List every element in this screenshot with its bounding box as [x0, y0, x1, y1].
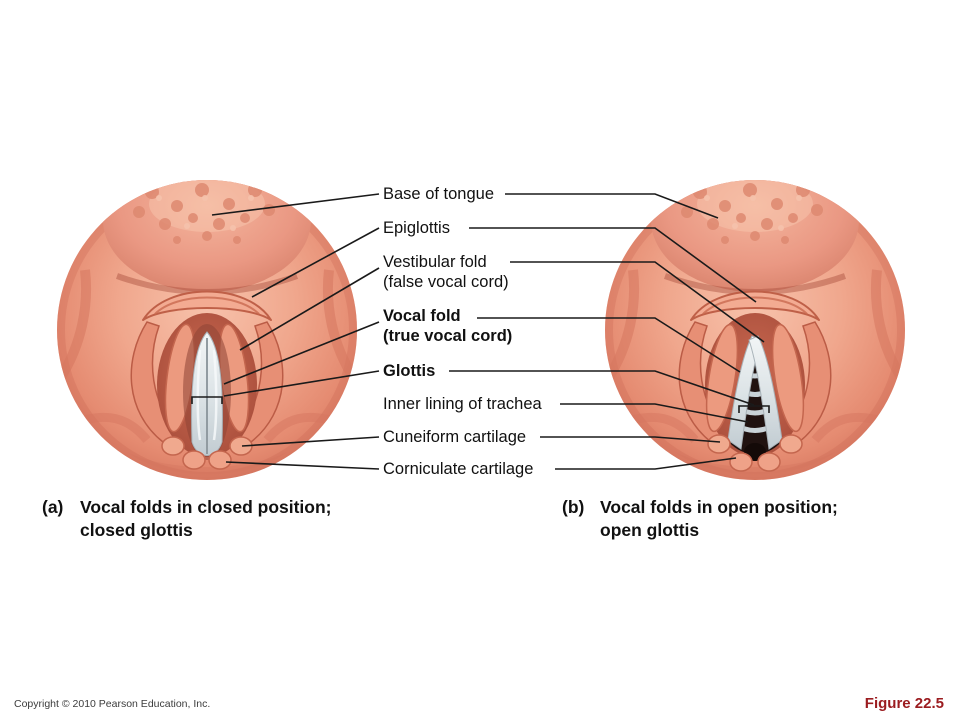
caption-text: Vocal folds in closed position; closed g… — [80, 496, 332, 542]
label-text: Cuneiform cartilage — [383, 428, 527, 446]
caption-line2: closed glottis — [80, 520, 193, 540]
figure-number: Figure 22.5 — [864, 695, 944, 712]
label-text: Vestibular fold — [383, 253, 487, 271]
larynx-closed-illustration — [57, 180, 357, 480]
cartilage-bumps-closed — [161, 436, 253, 470]
label-text: Inner lining of trachea — [383, 395, 542, 413]
label-text: Base of tongue — [383, 185, 495, 203]
glottis-bracket-open — [738, 405, 770, 413]
caption-closed-position: (a) Vocal folds in closed position; clos… — [42, 496, 332, 542]
label-text: Epiglottis — [383, 219, 450, 237]
label-vocal-fold: Vocal fold (true vocal cord) — [383, 306, 512, 346]
label-inner-lining-of-trachea: Inner lining of trachea — [383, 394, 542, 414]
label-vestibular-fold: Vestibular fold (false vocal cord) — [383, 252, 509, 292]
label-text: Vocal fold — [383, 307, 461, 325]
base-of-tongue-shape — [103, 180, 311, 292]
copyright-text: Copyright © 2010 Pearson Education, Inc. — [14, 698, 211, 710]
caption-prefix: (a) — [42, 497, 64, 517]
caption-line1: Vocal folds in open position; — [600, 497, 838, 517]
label-base-of-tongue: Base of tongue — [383, 184, 494, 204]
caption-open-position: (b) Vocal folds in open position; open g… — [562, 496, 838, 542]
larynx-open-illustration — [605, 180, 905, 480]
label-text: (false vocal cord) — [383, 273, 509, 291]
label-epiglottis: Epiglottis — [383, 218, 450, 238]
label-text: Glottis — [383, 362, 436, 380]
vestibular-folds-shape — [705, 323, 805, 433]
label-text: Corniculate cartilage — [383, 460, 534, 478]
base-of-tongue-shape — [651, 180, 859, 292]
cartilage-bumps-open — [707, 434, 803, 472]
label-corniculate-cartilage: Corniculate cartilage — [383, 459, 533, 479]
caption-text: Vocal folds in open position; open glott… — [600, 496, 838, 542]
caption-prefix: (b) — [562, 497, 585, 517]
leader-lines — [191, 193, 770, 470]
glottis-bracket-closed — [191, 396, 223, 404]
caption-line1: Vocal folds in closed position; — [80, 497, 332, 517]
vocal-folds-open-shape — [727, 335, 783, 450]
epiglottis-shape — [142, 290, 272, 321]
label-cuneiform-cartilage: Cuneiform cartilage — [383, 427, 526, 447]
label-text: (true vocal cord) — [383, 327, 513, 345]
label-glottis: Glottis — [383, 361, 435, 381]
epiglottis-shape — [690, 290, 820, 321]
caption-line2: open glottis — [600, 520, 700, 540]
vocal-folds-closed-shape — [191, 331, 223, 456]
